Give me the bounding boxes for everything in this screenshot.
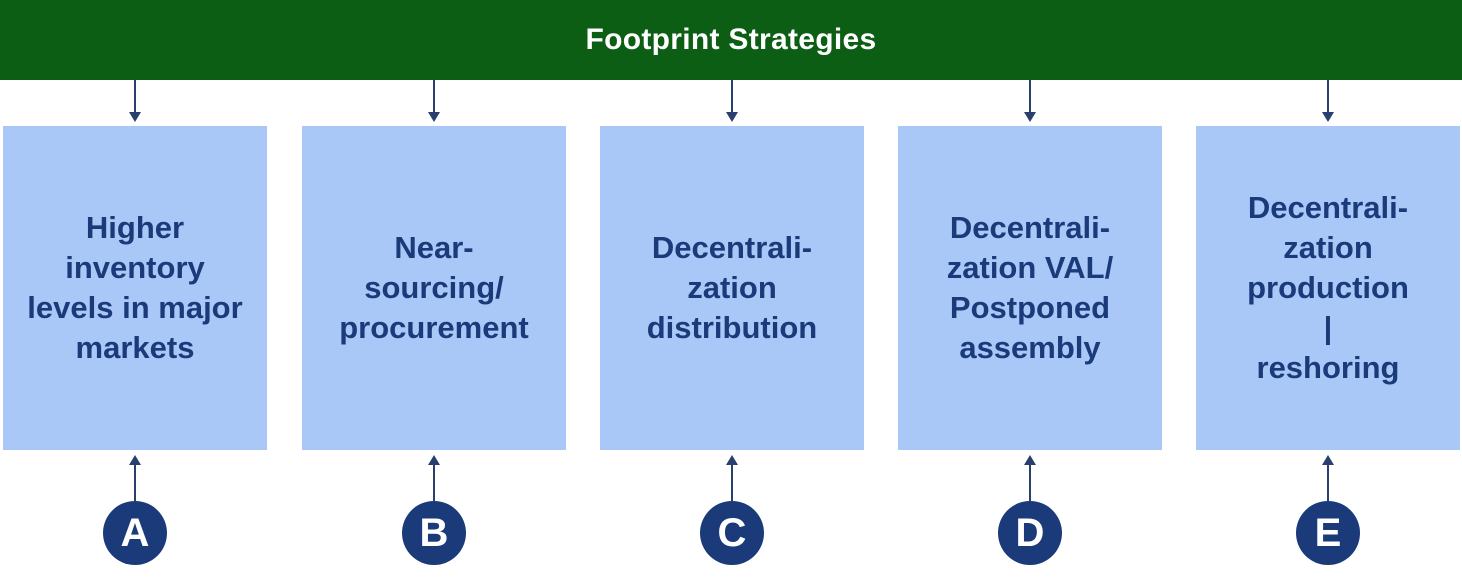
strategy-label: Decentrali- zation production | reshorin… xyxy=(1247,190,1409,385)
strategy-badge: B xyxy=(402,501,466,565)
down-arrow-icon xyxy=(1024,80,1036,122)
strategy-badge: D xyxy=(998,501,1062,565)
down-arrow-icon xyxy=(1322,80,1334,122)
strategy-box: Near- sourcing/ procurement xyxy=(302,126,566,450)
down-arrow-icon xyxy=(726,80,738,122)
strategy-box: Decentrali- zation production | reshorin… xyxy=(1196,126,1460,450)
up-arrow-icon xyxy=(1024,455,1036,501)
up-arrow-icon xyxy=(726,455,738,501)
strategy-column-b: Near- sourcing/ procurement B xyxy=(302,0,566,588)
down-arrow-icon xyxy=(129,80,141,122)
strategy-box: Higher inventory levels in major markets xyxy=(3,126,267,450)
up-arrow-icon xyxy=(129,455,141,501)
diagram-title: Footprint Strategies xyxy=(585,23,877,56)
strategy-badge: E xyxy=(1296,501,1360,565)
strategy-label: Higher inventory levels in major markets xyxy=(27,210,243,365)
strategy-label: Near- sourcing/ procurement xyxy=(339,230,529,345)
strategy-badge: A xyxy=(103,501,167,565)
strategy-label: Decentrali- zation VAL/ Postponed assemb… xyxy=(946,210,1114,365)
strategy-column-c: Decentrali- zation distribution C xyxy=(600,0,864,588)
down-arrow-icon xyxy=(428,80,440,122)
strategy-column-e: Decentrali- zation production | reshorin… xyxy=(1196,0,1460,588)
strategy-box: Decentrali- zation distribution xyxy=(600,126,864,450)
strategy-column-a: Higher inventory levels in major markets… xyxy=(3,0,267,588)
strategy-badge: C xyxy=(700,501,764,565)
strategy-label: Decentrali- zation distribution xyxy=(646,230,818,345)
header-bar: Footprint Strategies xyxy=(0,0,1462,80)
strategy-box: Decentrali- zation VAL/ Postponed assemb… xyxy=(898,126,1162,450)
up-arrow-icon xyxy=(428,455,440,501)
up-arrow-icon xyxy=(1322,455,1334,501)
strategy-column-d: Decentrali- zation VAL/ Postponed assemb… xyxy=(898,0,1162,588)
